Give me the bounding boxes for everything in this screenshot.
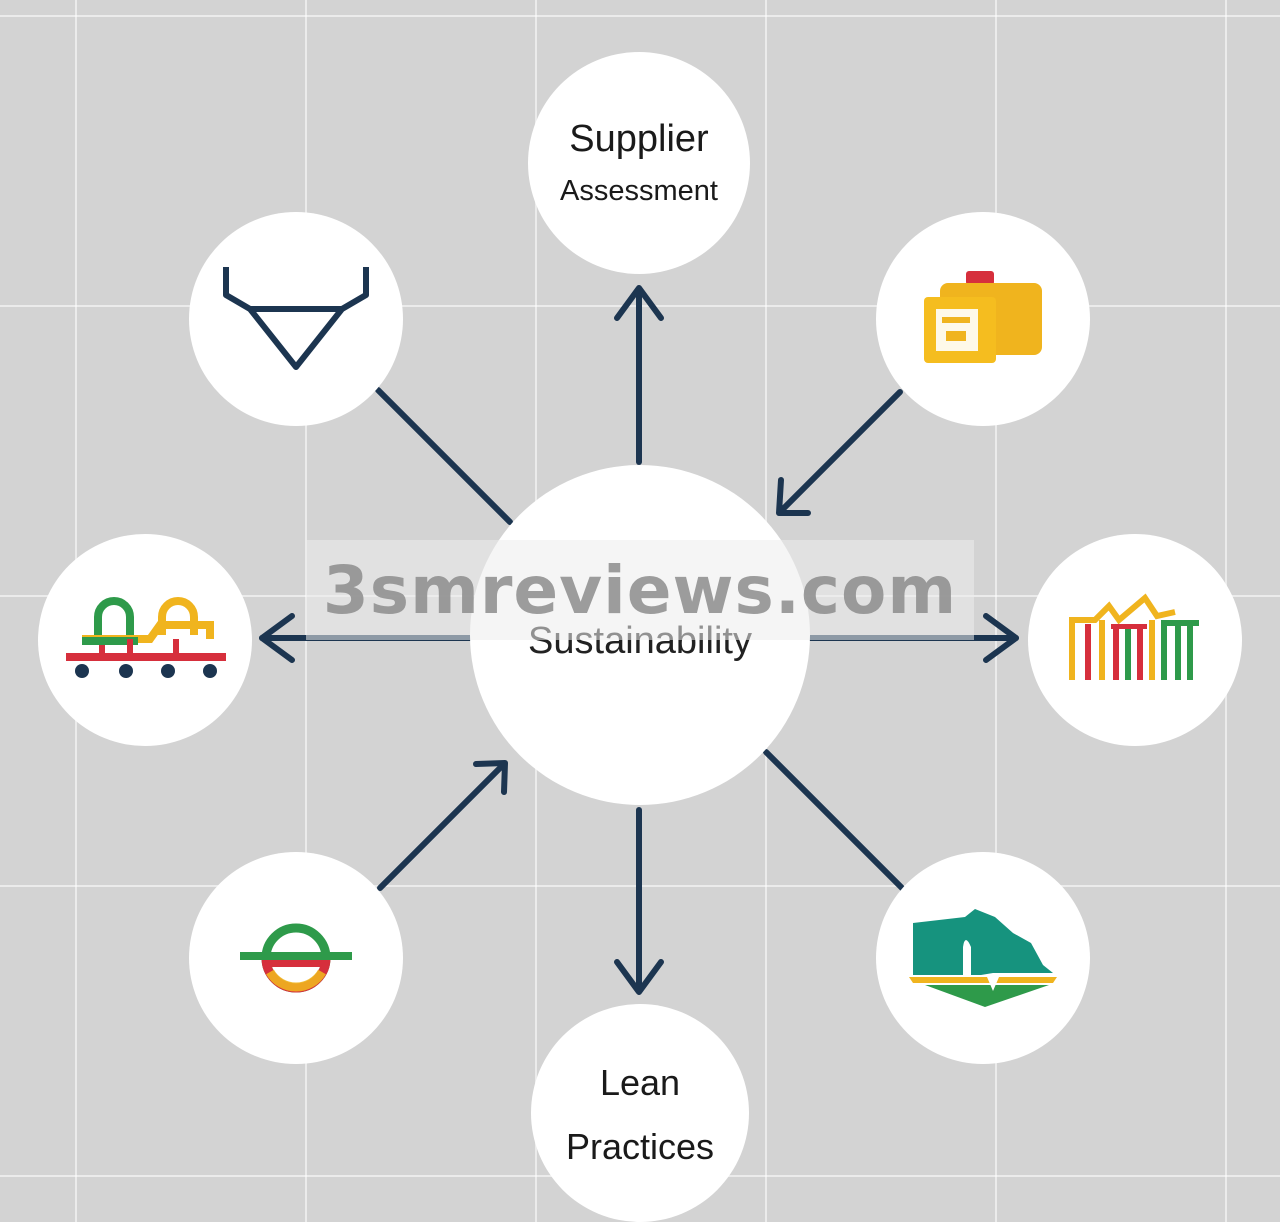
arrow-from-ring	[377, 760, 508, 891]
folder-icon	[924, 271, 1042, 363]
sustainability-diagram: Supplier Assessment	[38, 52, 1242, 1222]
assessment-label: Assessment	[560, 175, 718, 208]
supplier-label: Supplier	[569, 117, 709, 160]
lean-label: Lean	[599, 1062, 681, 1103]
train-node[interactable]	[38, 534, 252, 746]
train-icon	[66, 597, 226, 678]
line-to-landscape	[763, 749, 905, 891]
chart-node[interactable]	[1028, 534, 1242, 746]
folder-node[interactable]	[876, 212, 1090, 426]
funnel-node[interactable]	[189, 212, 403, 426]
bar-chart-icon	[1069, 593, 1199, 680]
arrow-to-supplier	[614, 285, 664, 465]
arrow-from-folder	[776, 389, 903, 516]
ring-icon	[240, 923, 352, 993]
watermark: 3smreviews.com	[306, 540, 974, 640]
supplier-assessment-node[interactable]: Supplier Assessment	[528, 52, 750, 274]
funnel-icon	[223, 267, 369, 370]
line-to-funnel	[375, 387, 513, 525]
landscape-icon	[909, 909, 1057, 1007]
ring-node[interactable]	[189, 852, 403, 1064]
practices-label: Practices	[565, 1126, 715, 1167]
arrow-to-lean	[614, 807, 664, 995]
lean-practices-node[interactable]: Lean Practices	[531, 1004, 749, 1222]
landscape-node[interactable]	[876, 852, 1090, 1064]
